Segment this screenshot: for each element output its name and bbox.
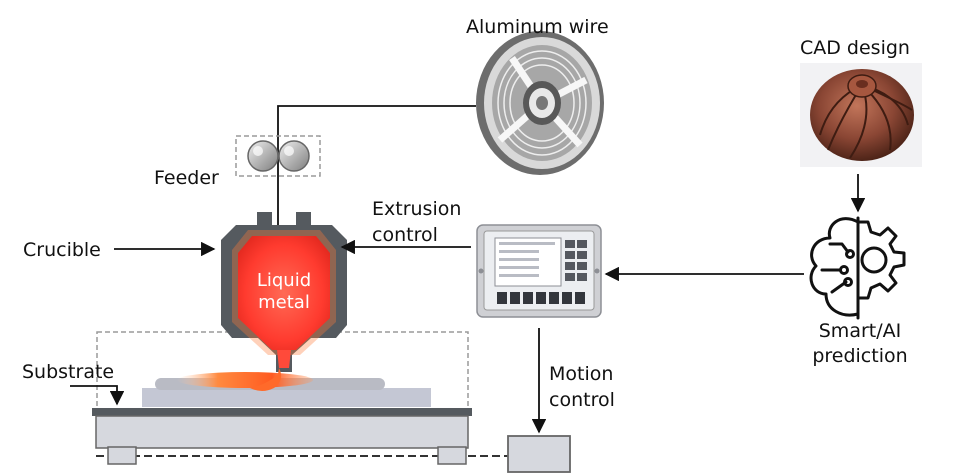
smart-ai-label: Smart/AI [818, 320, 902, 342]
deposited-layers [142, 372, 431, 407]
build-plate [92, 408, 571, 473]
motion-label: Motion [549, 363, 614, 385]
prediction-label: prediction [812, 345, 908, 367]
extrusion-label: Extrusion [372, 198, 462, 220]
feeder-rollers-icon [235, 135, 321, 177]
crucible [221, 212, 347, 391]
brain-gear-icon [809, 216, 906, 320]
liquid-label: Liquid [256, 270, 312, 291]
motion-control-label: control [549, 389, 615, 411]
metal-label: metal [258, 292, 310, 313]
extrusion-control-label: control [372, 224, 438, 246]
feeder-label: Feeder [154, 167, 219, 189]
turbine-impeller-icon [800, 63, 922, 167]
aluminum-wire-label: Aluminum wire [466, 16, 609, 38]
wire-path-arrow [270, 105, 476, 241]
crucible-label: Crucible [23, 239, 101, 261]
substrate-label-arrow [70, 385, 125, 406]
wire-spool-icon [476, 31, 604, 175]
substrate-label: Substrate [22, 361, 115, 383]
control-panel-icon [476, 224, 602, 318]
cad-design-label: CAD design [800, 37, 910, 59]
